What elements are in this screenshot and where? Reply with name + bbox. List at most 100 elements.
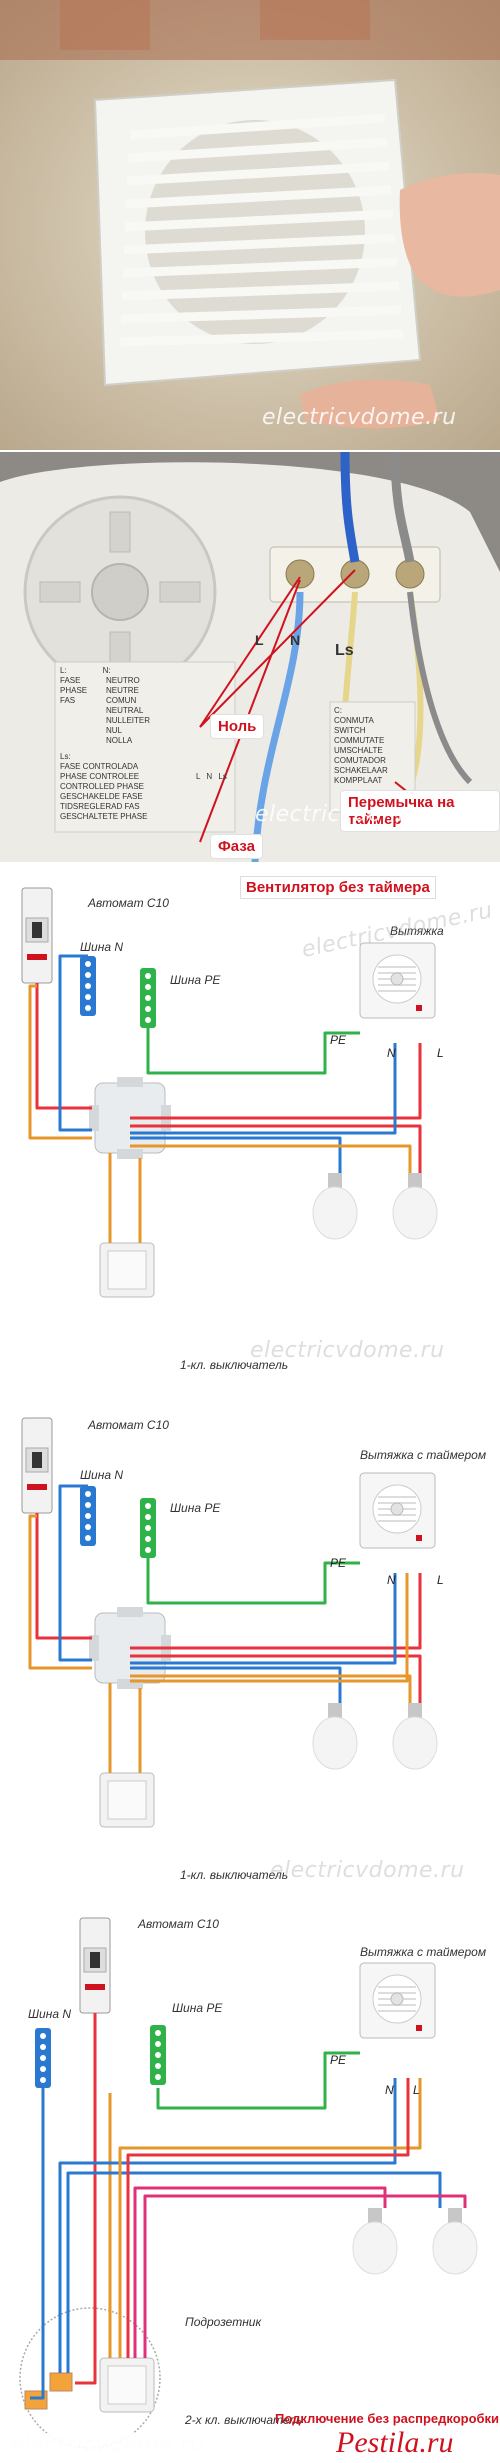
wire-switched: [28, 1514, 92, 1670]
exhaust-fan: [359, 942, 436, 1019]
diagram-3: Автомат С10 Шина N Шина PE Вытяжка с тай…: [0, 1903, 500, 2463]
double-switch: [99, 2357, 155, 2413]
legend-right-row: UMSCHALTE: [334, 746, 383, 755]
bus-pe-label: Шина PE: [170, 973, 221, 987]
hand-bottom: [300, 379, 440, 429]
wire-phase: [130, 1573, 422, 1650]
l-label: L: [437, 1573, 444, 1587]
terminal-mark-ls: Ls: [335, 642, 354, 659]
legend-ls-row: GESCHALTETE PHASE: [60, 812, 148, 821]
switch-label: 2-х кл. выключатель: [185, 2413, 303, 2427]
wire-phase: [130, 1043, 422, 1120]
pe-label: PE: [330, 1033, 347, 1047]
legend-head-l: L:: [60, 666, 67, 675]
circuit-breaker: [79, 1917, 111, 2014]
light-bulb: [352, 2208, 398, 2275]
callout-jumper: Перемычка на таймер: [340, 790, 500, 832]
wire-pe: [146, 1028, 360, 1075]
wire-neutral: [30, 2088, 45, 2400]
l-label: L: [413, 2083, 420, 2097]
legend-ls-head: Ls:: [60, 752, 71, 761]
terminal-mark-l: L: [255, 632, 264, 648]
switch-label: 1-кл. выключатель: [180, 1358, 289, 1372]
scheme-label-n: N: [206, 772, 213, 781]
wire-switched: [28, 984, 92, 1140]
legend-ls-row: PHASE CONTROLEE: [60, 772, 140, 781]
wire-timer: [133, 2186, 387, 2358]
wire-phase: [35, 983, 92, 1110]
wire-switched: [118, 2078, 422, 2358]
diagram-title: Вентилятор без таймера: [240, 876, 436, 899]
bus-n: [35, 2028, 51, 2088]
legend-cell: NUL: [106, 726, 123, 735]
exhaust-fan: [359, 1962, 436, 2039]
legend-cell: NEUTRE: [106, 686, 139, 695]
wire-neutral: [66, 2171, 442, 2373]
bus-n: [80, 1486, 96, 1546]
callout-phase: Фаза: [210, 834, 263, 859]
fan-label: Вытяжка с таймером: [360, 1945, 487, 1959]
wire-neutral: [130, 1666, 342, 1703]
circuit-breaker: [21, 887, 53, 984]
scheme-label-ls: Ls: [218, 772, 227, 781]
wiring-svg: [21, 1417, 438, 1828]
brand-logo: Pestila.ru: [336, 2426, 454, 2459]
wire-neutral: [130, 1136, 342, 1173]
pe-label: PE: [330, 2053, 347, 2067]
breaker-label: Автомат С10: [138, 1917, 219, 1931]
diagram-2: Автомат С10 Шина N Шина PE Вытяжка с тай…: [0, 1398, 500, 1903]
wire-pe: [146, 1558, 360, 1605]
wire-neutral: [58, 2078, 397, 2373]
bus-n-label: Шина N: [80, 940, 123, 954]
legend-head-n: N:: [102, 666, 111, 675]
exhaust-fan: [359, 1472, 436, 1549]
terminal-mark-n: N: [290, 632, 301, 648]
legend-cell: NULLEITER: [106, 716, 151, 725]
light-bulb: [432, 2208, 478, 2275]
wire-phase: [126, 2078, 410, 2358]
hand-right: [399, 173, 500, 297]
box-label: Подрозетник: [185, 2315, 262, 2329]
scheme-label-l: L: [196, 772, 201, 781]
legend-cell: NOLLA: [106, 736, 133, 745]
wire-phase: [35, 1513, 92, 1640]
legend-right: C: CONMUTA SWITCH COMMUTATE UMSCHALTE CO…: [334, 706, 414, 786]
bus-pe: [140, 1498, 156, 1558]
wire-phase: [130, 1654, 422, 1703]
legend-cell: NEUTRAL: [106, 706, 144, 715]
n-label: N: [385, 2083, 394, 2097]
legend-right-head: C:: [334, 706, 342, 715]
wire-timer: [130, 1573, 409, 1683]
bus-pe-label: Шина PE: [170, 1501, 221, 1515]
legend-right-row: KOMPPLAAT: [334, 776, 383, 785]
legend-ls-row: TIDSREGLERAD FAS: [60, 802, 140, 811]
bus-n-label: Шина N: [28, 2007, 71, 2021]
callout-neutral: Ноль: [210, 714, 265, 739]
legend-ls-row: GESCHAKELDE FASE: [60, 792, 143, 801]
wire-phase: [75, 2013, 97, 2385]
breaker-label: Автомат С10: [88, 896, 169, 910]
wire-neutral: [58, 1484, 92, 1662]
terminal-block-photo: Ноль Фаза Перемычка на таймер Ls N L L: N…: [0, 452, 500, 862]
wire-phase: [130, 1124, 422, 1173]
light-switch: [99, 1242, 155, 1298]
bus-n: [80, 956, 96, 1016]
light-bulb: [392, 1703, 438, 1770]
wire-pe: [156, 2051, 360, 2110]
footer-note: Подключение без распредкоробки: [275, 2411, 500, 2426]
watermark: electricvdome.ru: [255, 802, 450, 827]
light-bulb: [312, 1703, 358, 1770]
light-bulb: [312, 1173, 358, 1240]
fan-grille-illustration: [0, 0, 500, 450]
diagram-1: Вентилятор без таймера Автомат С10 Шина …: [0, 868, 500, 1398]
bus-pe: [140, 968, 156, 1028]
wiring-svg: [21, 887, 438, 1298]
watermark: electricvdome.ru: [262, 405, 457, 430]
bus-pe: [150, 2025, 166, 2085]
watermark: electricvdome.ru: [270, 1858, 465, 1883]
legend-cell: NEUTRO: [106, 676, 140, 685]
wire-switched: [130, 1144, 412, 1173]
wire-neutral: [130, 1043, 397, 1135]
light-bulb: [392, 1173, 438, 1240]
legend-right-row: CONMUTA: [334, 716, 374, 725]
